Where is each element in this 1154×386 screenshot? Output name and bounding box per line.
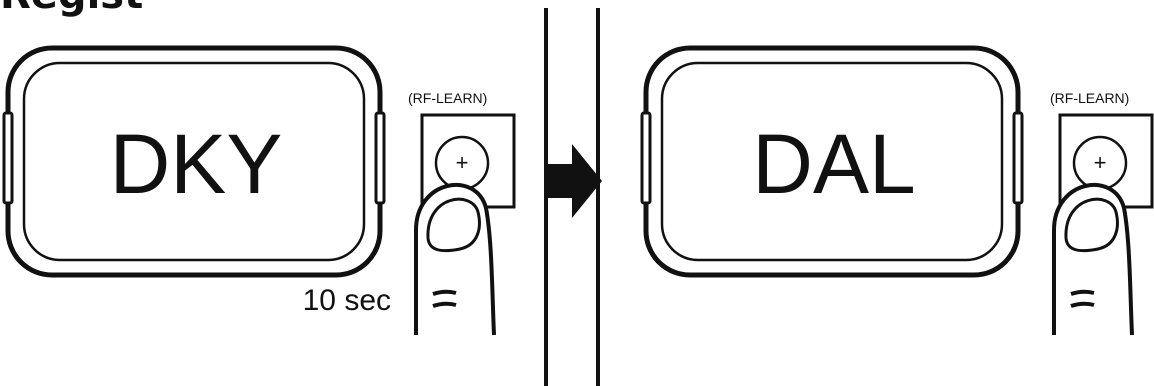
- left-display-inner: [22, 61, 366, 262]
- right-rf-learn-label: (RF-LEARN): [1050, 90, 1129, 106]
- left-display-tab-left: [2, 111, 14, 205]
- right-display-tab-left: [640, 111, 652, 205]
- right-display-text: DAL: [752, 117, 915, 211]
- left-display-tab-right: [374, 111, 386, 205]
- right-display-unit: DAL: [640, 45, 1024, 278]
- left-rf-learn-label: (RF-LEARN): [408, 90, 487, 106]
- right-display-inner: [660, 61, 1004, 262]
- left-display-unit: DKY: [2, 45, 386, 278]
- plus-icon: +: [1094, 150, 1107, 175]
- hold-duration-label: 10 sec: [303, 284, 391, 317]
- right-display-tab-right: [1012, 111, 1024, 205]
- left-display-text: DKY: [110, 117, 283, 211]
- finger-press-icon: [1052, 183, 1134, 336]
- finger-press-icon: [414, 183, 496, 336]
- plus-icon: +: [456, 150, 469, 175]
- title-fragment: Regist: [0, 0, 143, 18]
- arrow-right-icon: [546, 144, 602, 218]
